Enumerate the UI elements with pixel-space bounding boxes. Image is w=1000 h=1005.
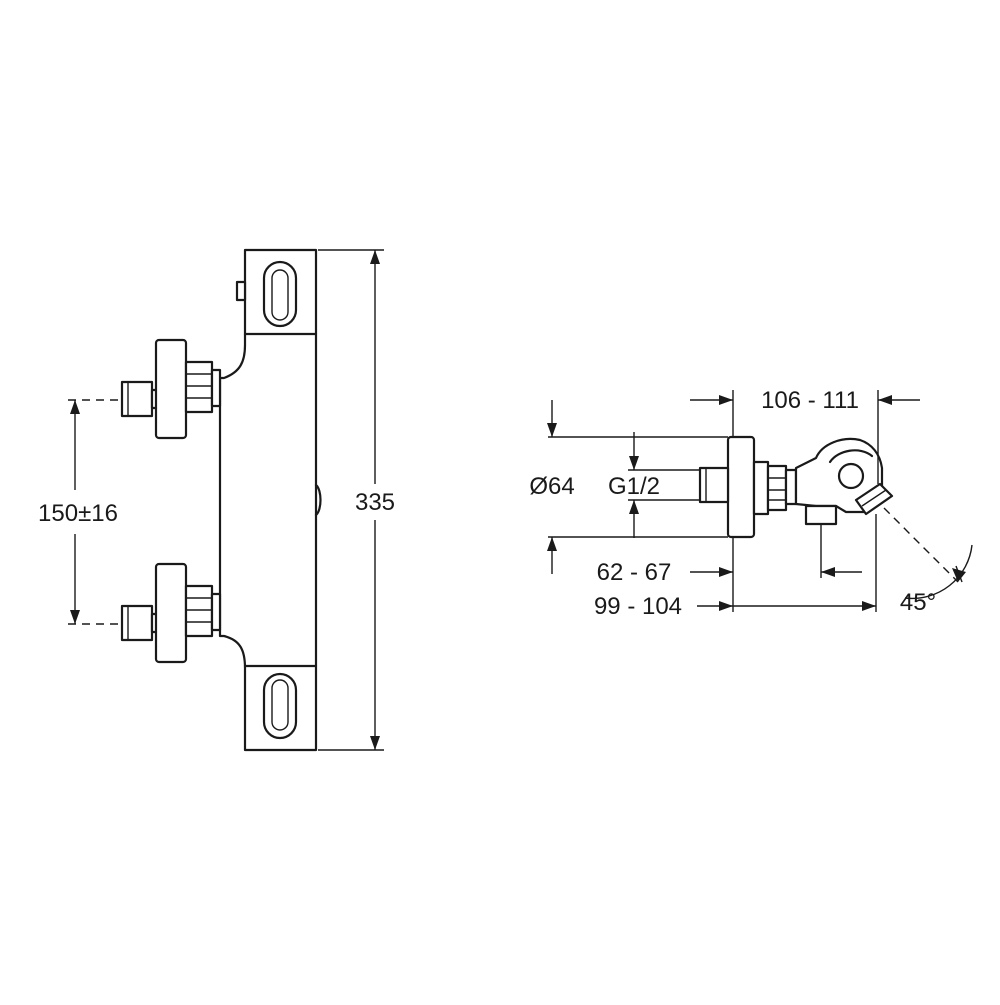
side-control-dial [837, 462, 865, 490]
top-depth-label: 106 - 111 [761, 387, 859, 414]
side-view: Ø64 G1/2 106 - 111 62 [529, 387, 973, 620]
inner-depth-label: 62 - 67 [597, 559, 672, 586]
diameter-label: Ø64 [529, 473, 574, 500]
side-outlet [804, 504, 838, 526]
upper-inlet-connector [120, 338, 222, 440]
height-dimension: 335 [318, 249, 395, 751]
inlet-spacing-label: 150±16 [38, 500, 118, 527]
thread-label: G1/2 [608, 473, 660, 500]
inlet-spacing-dimension: 150±16 [38, 400, 118, 624]
outer-depth-dimension: 99 - 104 [594, 514, 877, 620]
lower-escutcheon [154, 562, 188, 664]
outer-depth-label: 99 - 104 [594, 593, 682, 620]
front-view: 150±16 335 [38, 248, 395, 752]
height-label: 335 [355, 489, 395, 516]
valve-body [218, 248, 318, 752]
lock-button [235, 280, 247, 302]
side-escutcheon [726, 435, 756, 539]
top-depth-dimension: 106 - 111 [690, 387, 920, 484]
lower-inlet-connector [120, 562, 222, 664]
angle-dimension: 45° [883, 507, 973, 616]
inner-depth-dimension: 62 - 67 [597, 524, 862, 612]
thread-dimension: G1/2 [608, 432, 660, 538]
top-handle-grip [262, 260, 298, 328]
angle-label: 45° [900, 589, 936, 616]
side-inlet-pipe [698, 466, 730, 504]
bottom-handle-grip [262, 672, 298, 740]
upper-escutcheon [154, 338, 188, 440]
diameter-dimension: Ø64 [529, 400, 575, 574]
